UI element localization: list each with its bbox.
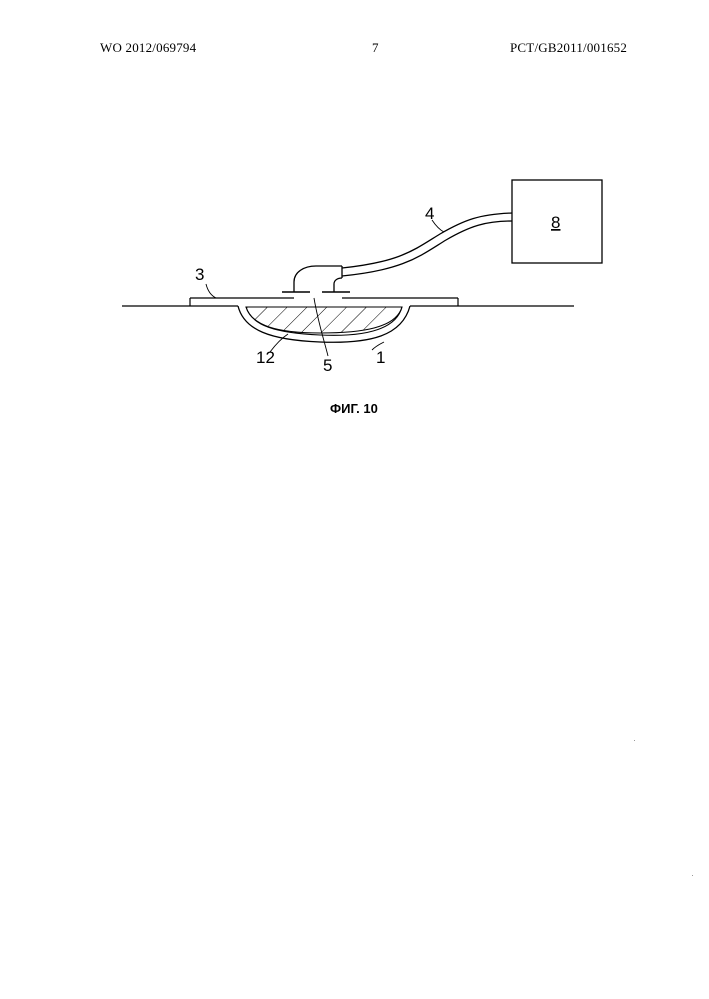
label-pump: 8 — [551, 213, 560, 232]
figure-caption: ФИГ. 10 — [330, 401, 378, 416]
scan-speck — [634, 740, 635, 741]
label-port: 5 — [323, 356, 332, 375]
drape — [190, 298, 458, 306]
label-filler: 12 — [256, 348, 275, 367]
label-tube: 4 — [425, 204, 434, 223]
elbow-connector — [294, 266, 342, 292]
scan-speck — [692, 875, 693, 876]
label-drape: 3 — [195, 265, 204, 284]
label-cavity: 1 — [376, 348, 385, 367]
